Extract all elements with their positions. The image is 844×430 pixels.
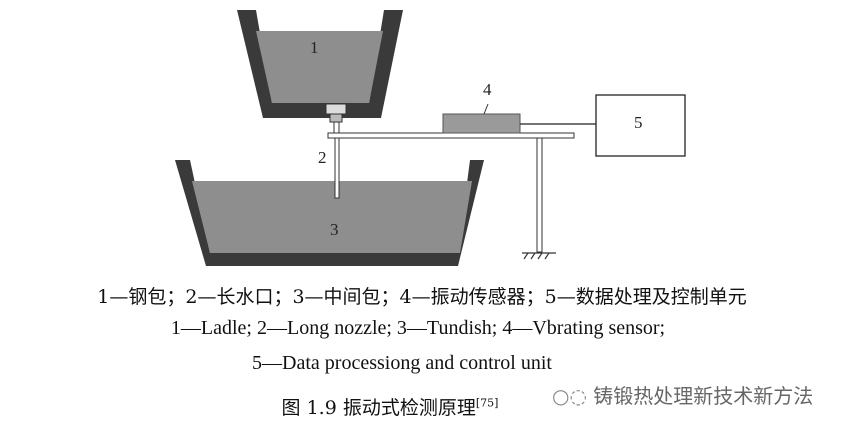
data-processing-unit bbox=[595, 94, 686, 157]
figure-caption: 图 1.9 振动式检测原理[75] bbox=[0, 393, 812, 420]
ladle-wall bbox=[237, 10, 403, 118]
long-nozzle bbox=[334, 137, 340, 199]
vibration-sensor bbox=[442, 113, 521, 134]
support-leg bbox=[536, 137, 543, 253]
legend-chinese: 1—钢包；2—长水口；3—中间包；4—振动传感器；5—数据处理及控制单元 bbox=[97, 286, 747, 308]
sensor-leader bbox=[483, 103, 489, 115]
ground-icon bbox=[522, 252, 556, 260]
tundish-steel bbox=[192, 181, 472, 253]
vibration-detection-diagram bbox=[175, 10, 686, 266]
support-beam bbox=[327, 132, 575, 139]
watermark-text: 铸锻热处理新技术新方法 bbox=[593, 384, 814, 408]
tundish-wall bbox=[175, 160, 484, 266]
nozzle-stem bbox=[333, 121, 340, 134]
label-sensor: 4 bbox=[483, 80, 492, 99]
legend-english-1: 1—Ladle; 2—Long nozzle; 3—Tundish; 4—Vbr… bbox=[170, 317, 666, 339]
nozzle-collar bbox=[329, 113, 343, 123]
label-nozzle: 2 bbox=[318, 148, 327, 167]
wechat-icon: ○◌ bbox=[552, 384, 594, 408]
ladle-steel bbox=[256, 31, 383, 103]
caption-reference: [75] bbox=[475, 396, 499, 410]
nozzle-fitting bbox=[325, 103, 347, 115]
legend-english-2: 5—Data processiong and control unit bbox=[252, 352, 552, 374]
label-ladle: 1 bbox=[310, 38, 319, 57]
label-tundish: 3 bbox=[330, 220, 339, 239]
label-unit: 5 bbox=[634, 113, 643, 132]
watermark: ○◌ 铸锻热处理新技术新方法 bbox=[552, 380, 813, 409]
caption-text: 图 1.9 振动式检测原理 bbox=[281, 397, 476, 419]
